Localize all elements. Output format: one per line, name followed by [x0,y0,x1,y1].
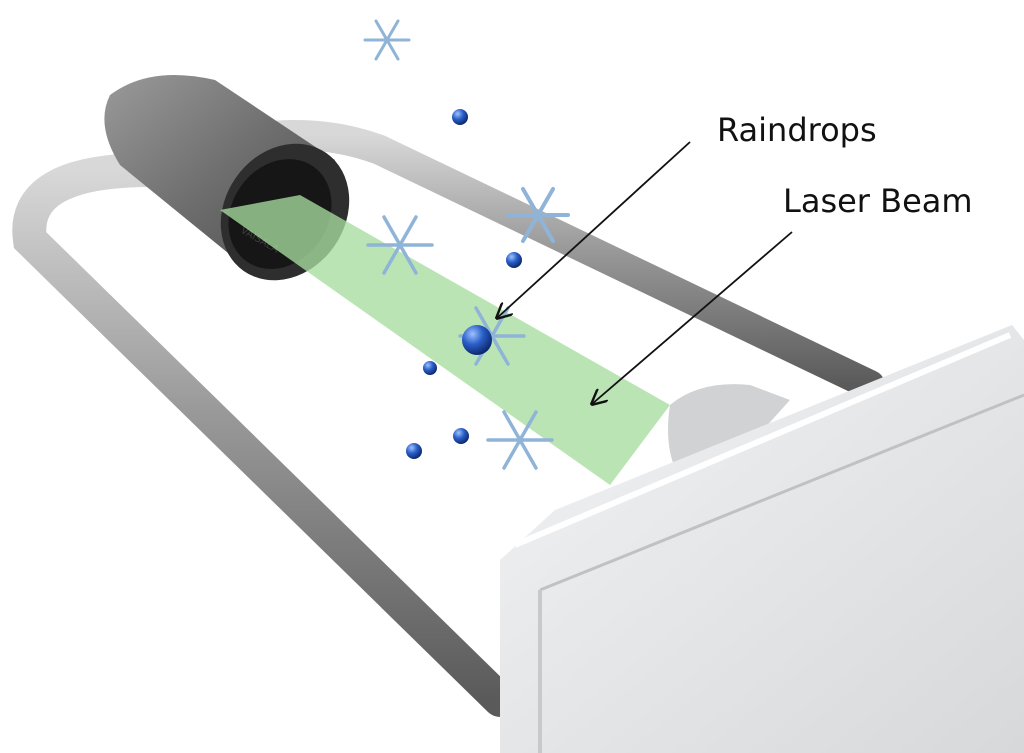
raindrop-icon [406,443,422,459]
raindrop-icon [453,428,469,444]
snowflake-icon [506,187,570,243]
electronics-housing [500,325,1024,753]
raindrops-label: Raindrops [717,111,877,149]
raindrop-icon [423,361,437,375]
frame-front-arm [12,153,517,717]
laser-beam-arrow [592,231,793,404]
raindrops-arrow [497,141,691,318]
raindrop-icon [506,252,522,268]
raindrop-icon [452,109,468,125]
laser-beam-label: Laser Beam [783,182,973,220]
snowflake-icon [363,19,411,61]
snowflake-icon [366,215,434,275]
snowflake-icon [486,410,554,470]
laser-beam [220,195,670,485]
raindrop-icon [462,325,492,355]
